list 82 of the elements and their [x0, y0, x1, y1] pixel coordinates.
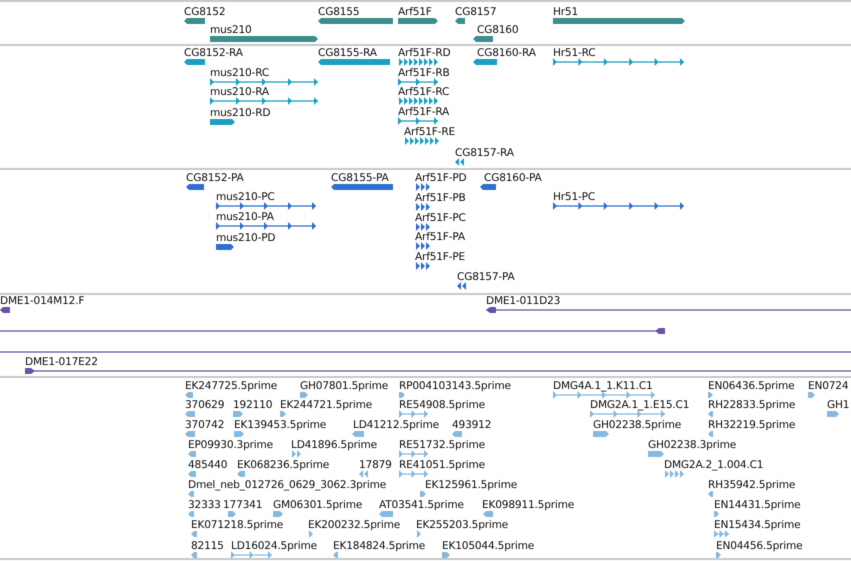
feature-label: Arf51F-RA — [398, 105, 450, 119]
feature-label: mus210-PA — [216, 210, 274, 224]
feature-label: Arf51F — [398, 5, 432, 19]
feature-label: 370742 — [185, 418, 224, 432]
feature-label: mus210 — [210, 23, 252, 37]
feature-label: EN14431.5prime — [714, 498, 800, 512]
feature-label: DMG2A.2_1.004.C1 — [664, 458, 764, 472]
feature-label: EK184824.5prime — [333, 539, 426, 553]
feature-label: Arf51F-PB — [415, 191, 466, 205]
feature-label: 17879 — [359, 458, 392, 472]
feature-label: EP09930.3prime — [188, 438, 273, 452]
feature-label: GH02238.3prime — [648, 438, 736, 452]
feature-label: LD41896.5prime — [291, 438, 377, 452]
feature-label: 485440 — [188, 458, 228, 472]
feature-label: EN06436.5prime — [708, 379, 794, 393]
feature-label: EK068236.5prime — [237, 458, 330, 472]
feature-label: EK244721.5prime — [280, 398, 372, 412]
feature-label: CG8160 — [477, 23, 518, 37]
feature-label: EK139453.5prime — [234, 418, 326, 432]
feature-label: 177341 — [223, 498, 262, 512]
feature-label: 192110 — [233, 398, 272, 412]
feature-label: DME1-017E22 — [25, 355, 98, 369]
feature-label: CG8157-RA — [455, 146, 514, 160]
feature-label: Arf51F-RC — [398, 85, 450, 99]
feature-label: 32333 — [188, 498, 221, 512]
feature-label: CG8152-RA — [184, 46, 243, 60]
feature-label: Arf51F-RB — [398, 66, 450, 80]
feature-label: DMG2A.1_1.E15.C1 — [590, 398, 690, 412]
feature-label: 82115 — [191, 539, 224, 553]
feature-label: LD41212.5prime — [353, 418, 439, 432]
feature-label: Hr51 — [553, 5, 578, 19]
feature-label: EK200232.5prime — [308, 518, 400, 532]
feature-label: RH22833.5prime — [708, 398, 796, 412]
feature-label: EN04456.5prime — [716, 539, 802, 553]
feature-label: DME1-011D23 — [486, 294, 560, 308]
feature-label: Arf51F-RD — [398, 46, 450, 60]
feature-label: mus210-RA — [210, 85, 269, 99]
feature-label: RP004103143.5prime — [399, 379, 511, 393]
feature-label: RE51732.5prime — [399, 438, 485, 452]
feature-label: GH02238.5prime — [593, 418, 682, 432]
feature-label: CG8155-PA — [331, 171, 389, 185]
feature-label: Arf51F-PC — [415, 211, 466, 225]
feature-label: EK071218.5prime — [191, 518, 284, 532]
feature-label: RE41051.5prime — [399, 458, 485, 472]
feature-label: mus210-RC — [210, 66, 270, 80]
feature-label: DME1-014M12.F — [0, 294, 84, 308]
feature-label: RH32219.5prime — [708, 418, 796, 432]
feature-label: CG8155-RA — [318, 46, 377, 60]
feature-label: EN0724 — [808, 379, 848, 393]
feature-label: Arf51F-PA — [415, 230, 465, 244]
feature-label: Hr51-RC — [553, 46, 596, 60]
feature-label: EN15434.5prime — [714, 518, 800, 532]
feature-label: DMG4A.1_1.K11.C1 — [553, 379, 653, 393]
feature-label: Hr51-PC — [553, 190, 596, 204]
feature-label: Arf51F-PE — [415, 250, 466, 264]
feature-label: RE54908.5prime — [399, 398, 485, 412]
feature-label: 493912 — [452, 418, 492, 432]
feature-label: mus210-PC — [216, 190, 275, 204]
feature-label: CG8157 — [455, 5, 496, 19]
feature-label: GH1 — [827, 398, 850, 412]
feature-label: CG8160-PA — [484, 171, 542, 185]
feature-label: CG8157-PA — [457, 270, 515, 284]
feature-label: EK247725.5prime — [185, 379, 278, 393]
feature-label: mus210-RD — [210, 106, 270, 120]
feature-label: GM06301.5prime — [273, 498, 362, 512]
feature-label: AT03541.5prime — [379, 498, 464, 512]
feature-label: CG8152-PA — [186, 171, 244, 185]
feature-label: Dmel_neb_012726_0629_3062.3prime — [188, 478, 386, 492]
feature-label: GH07801.5prime — [300, 379, 388, 393]
feature-label: 370629 — [185, 398, 224, 412]
feature-label: mus210-PD — [216, 231, 276, 245]
feature-label: LD16024.5prime — [231, 539, 317, 553]
feature-label: CG8152 — [184, 5, 226, 19]
feature-label: Arf51F-PD — [415, 171, 466, 185]
feature-label: EK255203.5prime — [416, 518, 508, 532]
feature-label: CG8160-RA — [477, 46, 536, 60]
feature-label: CG8155 — [318, 5, 360, 19]
feature-label: RH35942.5prime — [708, 478, 796, 492]
feature-label: EK105044.5prime — [442, 539, 534, 553]
feature-label: EK098911.5prime — [482, 498, 574, 512]
feature-label: Arf51F-RE — [404, 125, 455, 139]
feature-label: EK125961.5prime — [425, 478, 518, 492]
